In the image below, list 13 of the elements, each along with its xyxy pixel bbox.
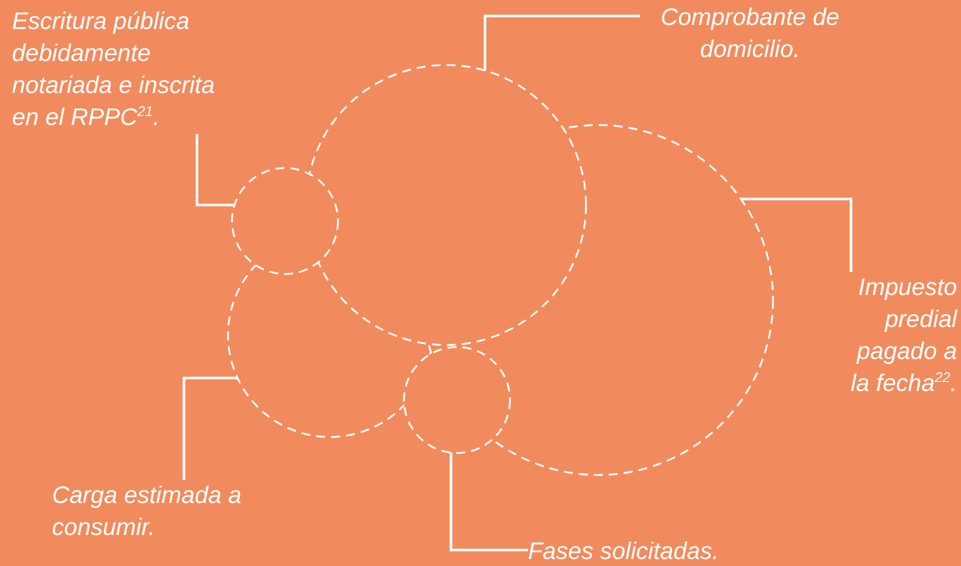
caption-text: Impuesto predial pagado a la fecha$^{22}$. bbox=[840, 272, 957, 400]
dashed-circle bbox=[306, 65, 586, 345]
leader-line bbox=[182, 376, 238, 480]
leader-line bbox=[450, 452, 528, 552]
dashed-circle bbox=[404, 347, 510, 453]
dashed-circle bbox=[232, 168, 338, 274]
leader-line bbox=[484, 14, 640, 71]
caption-text: Carga estimada a consumir. bbox=[52, 480, 312, 544]
caption-text: Escritura pública debidamente notariada e inscrita en el RPPC$^{21}$. bbox=[12, 6, 227, 134]
leader-line bbox=[196, 134, 234, 206]
caption-text: Comprobante de domicilio. bbox=[640, 2, 860, 66]
leader-line bbox=[740, 198, 852, 272]
caption-text: Fases solicitadas. bbox=[528, 536, 788, 566]
